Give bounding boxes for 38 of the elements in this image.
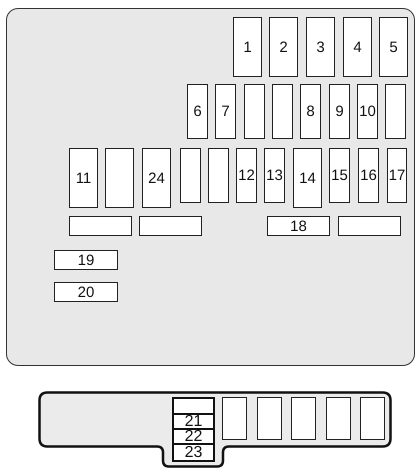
unlabeled-fuse xyxy=(326,397,351,440)
fuse: 13 xyxy=(264,148,285,203)
fuse: 20 xyxy=(54,282,118,302)
fuse: 8 xyxy=(300,84,321,139)
fuse: 24 xyxy=(142,148,171,208)
fuse: 1 xyxy=(233,17,262,77)
unlabeled-fuse xyxy=(180,148,201,203)
unlabeled-fuse xyxy=(360,397,385,440)
unlabeled-fuse xyxy=(272,84,293,139)
unlabeled-fuse xyxy=(244,84,265,139)
fuse: 6 xyxy=(187,84,208,139)
unlabeled-fuse xyxy=(208,148,229,203)
unlabeled-fuse xyxy=(385,84,406,139)
fuse: 15 xyxy=(329,148,350,203)
fuse: 23 xyxy=(172,443,215,462)
unlabeled-fuse xyxy=(257,397,282,440)
fuse: 19 xyxy=(54,250,118,270)
fuse: 10 xyxy=(357,84,378,139)
fuse: 7 xyxy=(215,84,236,139)
fuse: 17 xyxy=(387,148,407,203)
fuse: 4 xyxy=(343,17,372,77)
fuse: 14 xyxy=(293,148,322,208)
fuse: 12 xyxy=(236,148,257,203)
fuse: 16 xyxy=(358,148,379,203)
fuse: 18 xyxy=(267,216,330,236)
fuse: 2 xyxy=(269,17,298,77)
unlabeled-fuse xyxy=(291,397,316,440)
fuse: 9 xyxy=(329,84,350,139)
fuse-panel xyxy=(6,8,415,366)
fuse: 11 xyxy=(69,148,98,208)
unlabeled-fuse xyxy=(338,216,401,236)
unlabeled-fuse xyxy=(69,216,132,236)
unlabeled-fuse xyxy=(105,148,134,208)
unlabeled-fuse xyxy=(139,216,202,236)
fuse: 3 xyxy=(306,17,335,77)
fuse: 5 xyxy=(379,17,408,77)
unlabeled-fuse xyxy=(222,397,247,440)
fuse-panel xyxy=(38,391,392,468)
